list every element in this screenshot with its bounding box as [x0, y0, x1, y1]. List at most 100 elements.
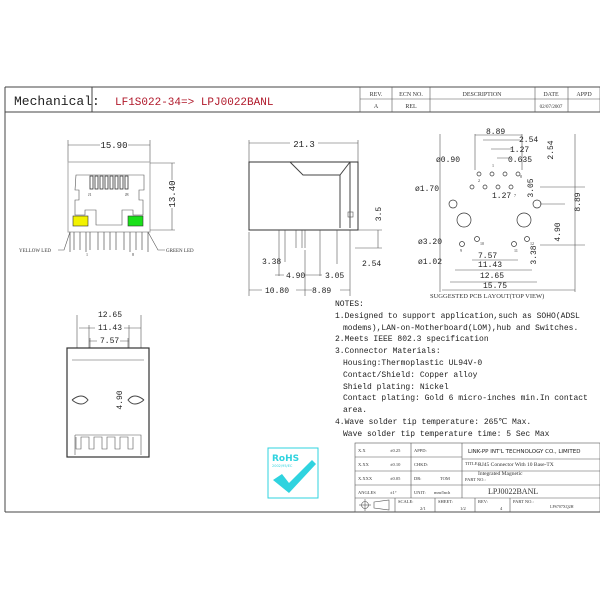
- date-value: 02/07/2007: [540, 105, 563, 110]
- contact-j1-label: J1: [88, 192, 92, 197]
- pcb-right-dim-4-90: 4.90: [554, 222, 563, 241]
- bottom-dim-7-57: 7.57: [100, 337, 119, 346]
- note-line: 1.Designed to support application,such a…: [335, 311, 580, 321]
- pin-number-7: 7: [514, 193, 516, 198]
- tol-label-1: X.XX: [358, 462, 370, 467]
- pcb-inner-dim-1-27: 1.27: [492, 192, 511, 201]
- dim-3-05: 3.05: [325, 272, 344, 281]
- pin-number-8: 8: [520, 174, 522, 179]
- pin-number-10: 10: [480, 241, 484, 246]
- section-label: Mechanical:: [14, 94, 100, 109]
- revision-table: REV. ECN NO. DESCRIPTION DATE APPD A REL…: [359, 86, 600, 113]
- pcb-bottom-dim-15-75: 15.75: [483, 282, 507, 291]
- title-label: TITLE:: [465, 461, 479, 466]
- pcb-dim-8-89: 8.89: [486, 128, 505, 137]
- scale-value: 2/1: [420, 506, 426, 511]
- note-line: Housing:Thermoplastic UL94V-0: [343, 358, 483, 368]
- description-header: DESCRIPTION: [462, 92, 502, 98]
- part-no-label: PART NO.:: [465, 477, 486, 482]
- part-change-label: LF1S022-34=> LPJ0022BANL: [115, 97, 273, 109]
- scale-label: SCALE:: [398, 499, 414, 504]
- tol-value-3: ±1°: [390, 490, 397, 495]
- note-line: 4.Wave solder tip temperature: 265℃ Max.: [335, 417, 532, 427]
- front-view: 15.90 J1 J8 13.40 YELLOW LED GREEN LED 1…: [19, 140, 194, 257]
- length-dim: 21.3: [293, 140, 315, 150]
- date-header: DATE: [543, 92, 559, 98]
- dim-10-80: 10.80: [265, 287, 289, 296]
- rev-value: A: [374, 104, 379, 110]
- company-name: LINK-PP INT'L TECHNOLOGY CO., LIMITED: [468, 449, 580, 455]
- unit-value: mm/Inch: [434, 490, 451, 495]
- part-no-value: LPJ0022BANL: [488, 487, 538, 496]
- dim-8-89: 8.89: [312, 287, 331, 296]
- yellow-led: [72, 215, 89, 227]
- dim-2-54: 2.54: [362, 260, 381, 269]
- unit-label: UNIT:: [414, 490, 426, 495]
- title-line-2: Integrated Magnetic: [478, 471, 523, 477]
- note-line: Contact/Shield: Copper alloy: [343, 370, 478, 380]
- hole-dim-0-90: ø0.90: [436, 156, 460, 165]
- projection-symbol-icon: [359, 499, 390, 511]
- pcb-right-dim-3-38: 3.38: [530, 245, 539, 264]
- side-view: 21.3 3.5 3.38 4.90 3.05 2.54 10.80 8.89: [248, 140, 384, 296]
- pcb-dim-1-27: 1.27: [510, 146, 529, 155]
- green-led-label: GREEN LED: [166, 249, 194, 254]
- appd-label: APPD:: [414, 448, 427, 453]
- pcb-bottom-dim-7-57: 7.57: [478, 252, 497, 261]
- ecn-header: ECN NO.: [399, 92, 423, 98]
- green-led: [127, 215, 144, 227]
- pcb-bottom-dim-12-65: 12.65: [480, 272, 504, 281]
- rohs-subtext: 2002/95/EC: [272, 464, 293, 468]
- tol-value-2: ±0.05: [390, 476, 401, 481]
- notes-heading: NOTES:: [335, 300, 364, 309]
- pin-1-label: 1: [86, 252, 88, 257]
- yellow-led-label: YELLOW LED: [19, 249, 51, 254]
- contact-j8-label: J8: [125, 192, 129, 197]
- dim-3-38: 3.38: [262, 258, 281, 267]
- note-line: Shield plating: Nickel: [343, 382, 449, 392]
- tol-value-1: ±0.10: [390, 462, 401, 467]
- rev-label: REV:: [478, 499, 488, 504]
- note-line: 2.Meets IEEE 802.3 specification: [335, 335, 489, 345]
- sheet-label: SHEET:: [438, 499, 453, 504]
- rohs-logo: RoHS 2002/95/EC: [267, 447, 319, 499]
- pcb-right-dim-8-89: 8.89: [574, 192, 583, 211]
- pin-number-2: 2: [478, 178, 480, 183]
- tol-label-3: ANGLES: [358, 490, 376, 495]
- bottom-dim-12-65: 12.65: [98, 311, 122, 320]
- pin-8-label: 8: [132, 252, 134, 257]
- checkmark-icon: [273, 460, 316, 493]
- hole-dim-1-70: ø1.70: [415, 185, 439, 194]
- pcb-bottom-dim-11-43: 11.43: [478, 261, 502, 270]
- bottom-view: 12.65 11.43 7.57 4.90: [66, 311, 150, 458]
- hole-dim-3-20: ø3.20: [418, 238, 442, 247]
- pcb-right-dim-3-05: 3.05: [527, 178, 536, 197]
- tol-label-2: X.XXX: [358, 476, 373, 481]
- note-line: area.: [343, 406, 368, 416]
- notes-section: NOTES: 1.Designed to support application…: [335, 299, 593, 441]
- pcb-layout: 8.89 2.54 1.27 0.635 1.27 ø0.90 ø1.70 ø3…: [415, 128, 585, 300]
- rev-value-block: 4: [500, 506, 503, 511]
- tol-label-0: X.X: [358, 448, 366, 453]
- rohs-text: RoHS: [272, 454, 299, 464]
- pcb-right-dim-2-54: 2.54: [547, 140, 556, 159]
- height-dim: 13.40: [168, 180, 178, 207]
- pcb-layout-title: SUGGESTED PCB LAYOUT(TOP VIEW): [430, 293, 544, 300]
- pcb-dim-0-635: 0.635: [508, 156, 532, 165]
- width-dim: 15.90: [100, 141, 127, 151]
- note-line: Wave solder tip temperature time: 5 Sec …: [343, 429, 550, 439]
- pin-number-11: 11: [514, 248, 518, 253]
- note-line: 3.Connector Materials:: [335, 347, 441, 357]
- tol-value-0: ±0.25: [390, 448, 401, 453]
- pin-number-1: 1: [492, 163, 494, 168]
- title-block: X.X ±0.25 X.XX ±0.10 X.XXX ±0.05 ANGLES …: [354, 442, 600, 513]
- pin-number-12: 12: [530, 241, 534, 246]
- bottom-dim-11-43: 11.43: [98, 324, 122, 333]
- part-no2-label: PART NO.:: [513, 499, 534, 504]
- appd-header: APPD: [576, 92, 592, 98]
- part-no2-value: LPS707XQ2H: [550, 504, 574, 509]
- note-line: modems),LAN-on-Motherboard(LOM),hub and …: [343, 323, 579, 333]
- dim-4-90: 4.90: [286, 272, 305, 281]
- bottom-vertical-dim-4-90: 4.90: [116, 390, 125, 409]
